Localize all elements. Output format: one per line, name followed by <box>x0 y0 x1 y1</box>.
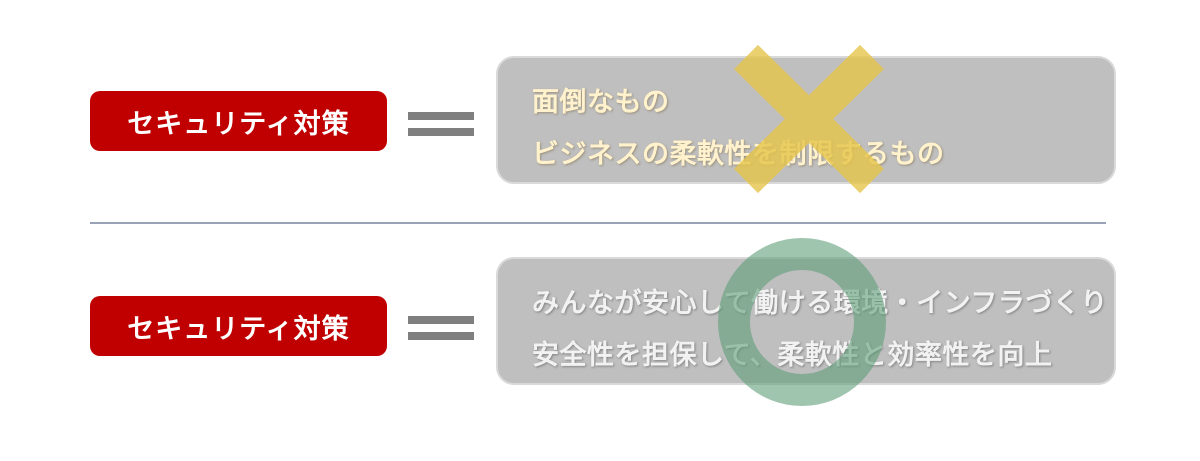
equals-bar <box>408 112 474 120</box>
equals-sign-top <box>408 108 474 140</box>
negative-line-2: ビジネスの柔軟性を制限するもの <box>532 139 945 170</box>
equals-bar <box>408 316 474 324</box>
security-measures-label-top: セキュリティ対策 <box>90 91 387 151</box>
positive-line-2: 安全性を担保して、柔軟性と効率性を向上 <box>532 340 1053 371</box>
negative-view-box: 面倒なもの ビジネスの柔軟性を制限するもの <box>496 56 1116 184</box>
positive-view-box: みんなが安心して働ける環境・インフラづくり 安全性を担保して、柔軟性と効率性を向… <box>496 257 1116 385</box>
security-measures-label-bottom: セキュリティ対策 <box>90 296 387 356</box>
equals-bar <box>408 128 474 136</box>
negative-line-1: 面倒なもの <box>532 87 670 118</box>
equals-sign-bottom <box>408 312 474 344</box>
equals-bar <box>408 332 474 340</box>
positive-line-1: みんなが安心して働ける環境・インフラづくり <box>532 288 1108 319</box>
section-divider <box>90 222 1106 224</box>
